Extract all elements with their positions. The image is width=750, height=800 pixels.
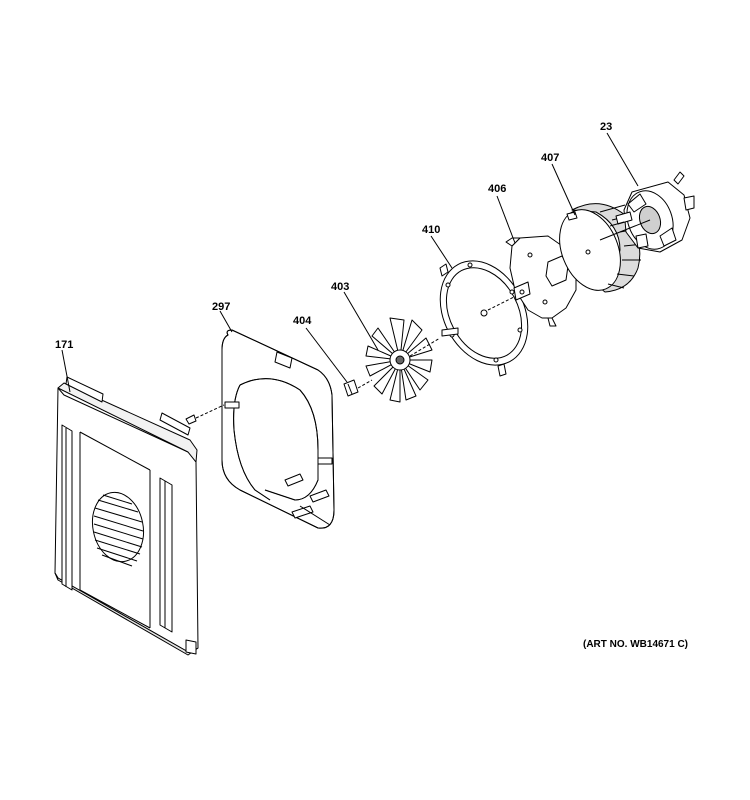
vent-grille — [91, 491, 145, 567]
screw[interactable] — [185, 404, 225, 425]
part-407-insulation[interactable] — [548, 201, 645, 300]
label-171: 171 — [55, 339, 73, 351]
part-406-motor-bracket[interactable] — [505, 235, 577, 327]
label-407: 407 — [541, 152, 559, 164]
part-404-nut[interactable] — [343, 379, 359, 397]
label-410: 410 — [422, 224, 440, 236]
plate-axis-line — [487, 293, 521, 311]
part-171-fan-cover[interactable] — [54, 376, 199, 656]
label-403: 403 — [331, 281, 349, 293]
art-number: (ART NO. WB14671 C) — [583, 639, 688, 650]
label-404: 404 — [293, 315, 312, 327]
fan-axis-line — [409, 337, 441, 357]
nut-axis-line — [357, 379, 373, 389]
part-23-motor[interactable] — [599, 171, 695, 256]
label-406: 406 — [488, 183, 506, 195]
part-403-fan-blade[interactable] — [365, 317, 433, 403]
label-297: 297 — [212, 301, 230, 313]
part-297-heating-element[interactable] — [221, 329, 335, 529]
part-410-gasket-plate[interactable] — [423, 246, 545, 381]
leader-lines — [61, 132, 639, 393]
label-23: 23 — [600, 121, 612, 133]
